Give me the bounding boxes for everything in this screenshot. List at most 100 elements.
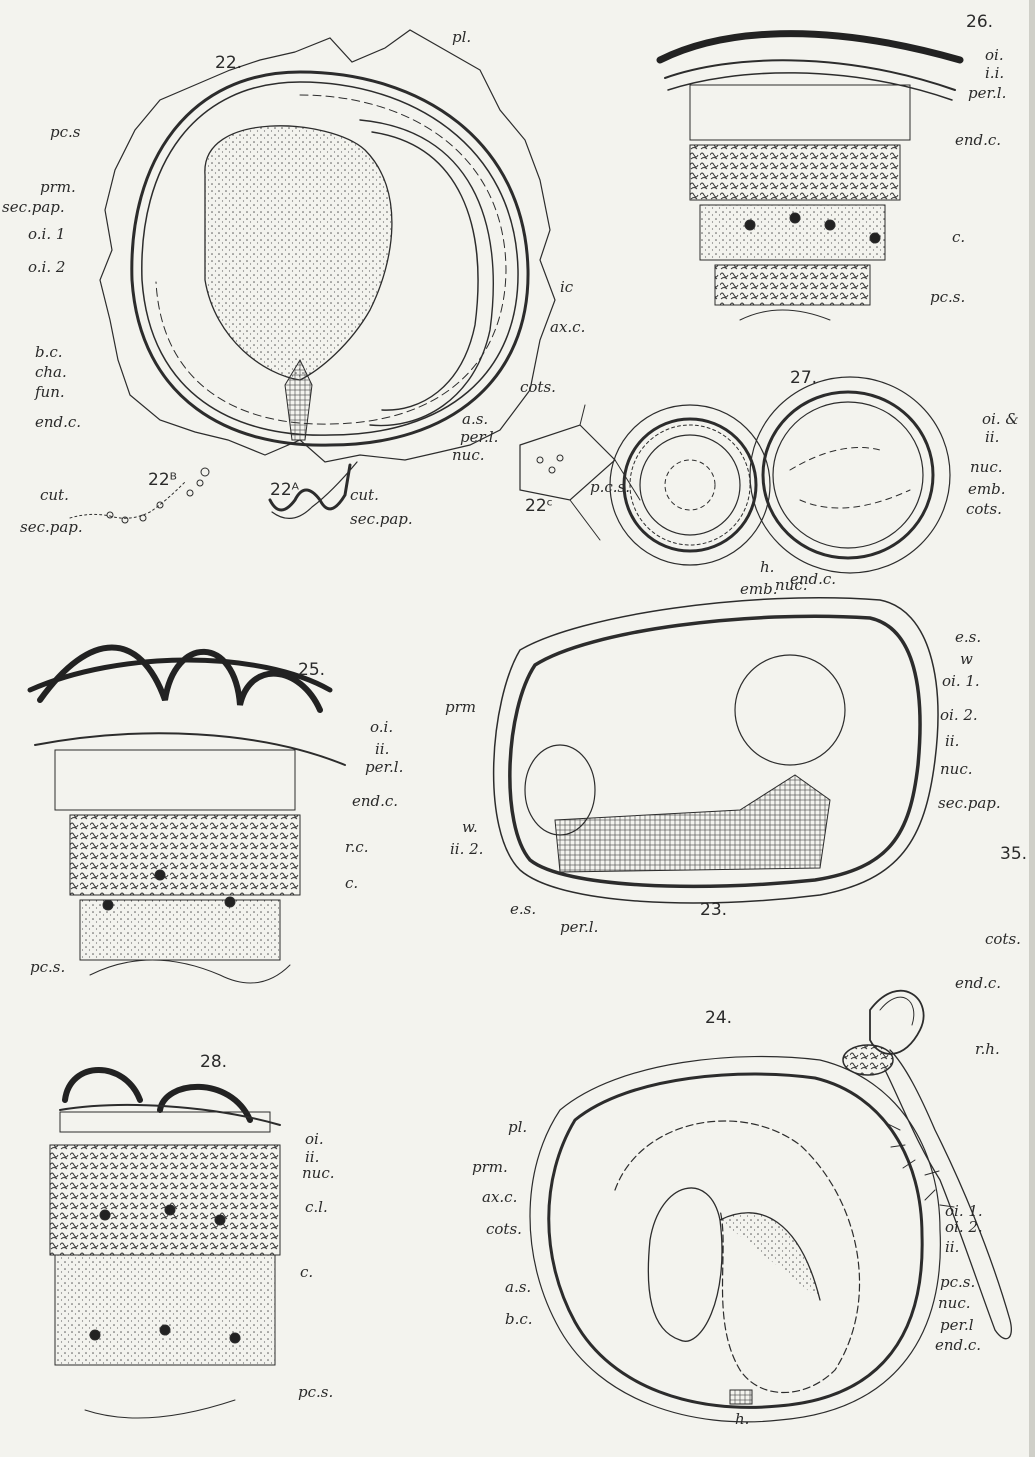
label-oi: oi. & <box>982 412 1019 427</box>
figure-number-22c: 22ᶜ <box>525 498 553 515</box>
figure-22c <box>520 405 640 540</box>
label-ic: ic <box>560 280 573 295</box>
label-cots: cots. <box>520 380 556 395</box>
label-oi: oi. <box>985 48 1004 63</box>
label-cots: cots. <box>486 1222 522 1237</box>
label-ii: ii. <box>945 734 959 749</box>
label-pcs: pc.s. <box>940 1275 975 1290</box>
figure-27 <box>610 377 950 573</box>
label-axc: ax.c. <box>482 1190 517 1205</box>
label-pl: pl. <box>508 1120 527 1135</box>
label-nuc: nuc. <box>775 578 808 593</box>
label-h: h. <box>760 560 774 575</box>
figure-number-24: 24. <box>705 1010 732 1027</box>
figure-number-25: 25. <box>298 662 325 679</box>
figure-number-28: 28. <box>200 1054 227 1071</box>
figure-22 <box>100 30 555 462</box>
label-w: w. <box>462 820 478 835</box>
label-endc: end.c. <box>352 794 398 809</box>
label-cut: cut. <box>40 488 69 503</box>
label-as: a.s. <box>462 412 488 427</box>
label-pl: pl. <box>452 30 471 45</box>
label-cots: cots. <box>985 932 1021 947</box>
label-axc: ax.c. <box>550 320 585 335</box>
label-endc: end.c. <box>955 976 1001 991</box>
figure-number-35: 35. <box>1000 846 1027 863</box>
label-secpap: sec.pap. <box>938 796 1001 811</box>
label-w: w <box>960 652 973 667</box>
label-c: c. <box>952 230 965 245</box>
figure-number-22b: 22ᴮ <box>148 472 177 489</box>
label-secpap: sec.pap. <box>2 200 65 215</box>
label-pcs: pc.s. <box>30 960 65 975</box>
figure-28 <box>50 1070 280 1418</box>
figure-25 <box>30 648 345 984</box>
label-nuc: nuc. <box>452 448 485 463</box>
label-pcs: pc.s. <box>930 290 965 305</box>
figure-23 <box>494 598 938 903</box>
label-nuc: nuc. <box>970 460 1003 475</box>
label-ii: ii. <box>305 1150 319 1165</box>
label-endc: end.c. <box>935 1338 981 1353</box>
label-fun: fun. <box>35 385 65 400</box>
label-bc: b.c. <box>505 1312 533 1327</box>
label-bc: b.c. <box>35 345 63 360</box>
label-cha: cha. <box>35 365 67 380</box>
label-perl: per.l. <box>560 920 598 935</box>
label-c: c. <box>300 1265 313 1280</box>
label-perl: per.l. <box>365 760 403 775</box>
label-ii: ii. <box>945 1240 959 1255</box>
label-es: e.s. <box>510 902 536 917</box>
label-endc: end.c. <box>35 415 81 430</box>
label-pcs: pc.s. <box>298 1385 333 1400</box>
label-secpap: sec.pap. <box>350 512 413 527</box>
label-c: c. <box>345 876 358 891</box>
label-oi2: oi. 2. <box>940 708 978 723</box>
label-ii: i.i. <box>985 66 1004 81</box>
label-endc: end.c. <box>955 133 1001 148</box>
figure-number-22: 22. <box>215 55 242 72</box>
label-cut: cut. <box>350 488 379 503</box>
label-nuc: nuc. <box>938 1296 971 1311</box>
label-perl: per.l. <box>460 430 498 445</box>
label-pcs: p.c.s. <box>590 480 630 495</box>
label-cots: cots. <box>966 502 1002 517</box>
label-ii: ii. <box>375 742 389 757</box>
label-ii: ii. <box>985 430 999 445</box>
label-cl: c.l. <box>305 1200 328 1215</box>
figure-number-27: 27. <box>790 370 817 387</box>
label-nuc: nuc. <box>940 762 973 777</box>
label-oi2: oi. 2. <box>945 1220 983 1235</box>
label-secpap: sec.pap. <box>20 520 83 535</box>
label-oi1: o.i. 1 <box>28 227 65 242</box>
figure-24 <box>530 1057 940 1422</box>
page-edge <box>1029 0 1035 1457</box>
label-emb: emb. <box>968 482 1005 497</box>
label-rh: r.h. <box>975 1042 1000 1057</box>
figure-22b <box>70 468 209 523</box>
label-es: e.s. <box>955 630 981 645</box>
label-prm: prm. <box>40 180 76 195</box>
label-emb: emb. <box>740 582 777 597</box>
label-oi1: oi. 1. <box>942 674 980 689</box>
label-h: h. <box>735 1412 749 1427</box>
figure-26 <box>660 34 960 320</box>
label-prm: prm <box>445 700 476 715</box>
label-oi1: oi. 1. <box>945 1204 983 1219</box>
label-nuc: nuc. <box>302 1166 335 1181</box>
label-as: a.s. <box>505 1280 531 1295</box>
label-rc: r.c. <box>345 840 368 855</box>
label-oi2: o.i. 2 <box>28 260 65 275</box>
figure-number-23: 23. <box>700 902 727 919</box>
label-ii2: ii. 2. <box>450 842 483 857</box>
figure-number-22a: 22ᴬ <box>270 482 299 499</box>
label-perl: per.l <box>940 1318 974 1333</box>
label-perl: per.l. <box>968 86 1006 101</box>
label-oi: o.i. <box>370 720 393 735</box>
figure-number-26: 26. <box>966 14 993 31</box>
label-oi: oi. <box>305 1132 324 1147</box>
label-prm: prm. <box>472 1160 508 1175</box>
label-pcs: pc.s <box>50 125 80 140</box>
